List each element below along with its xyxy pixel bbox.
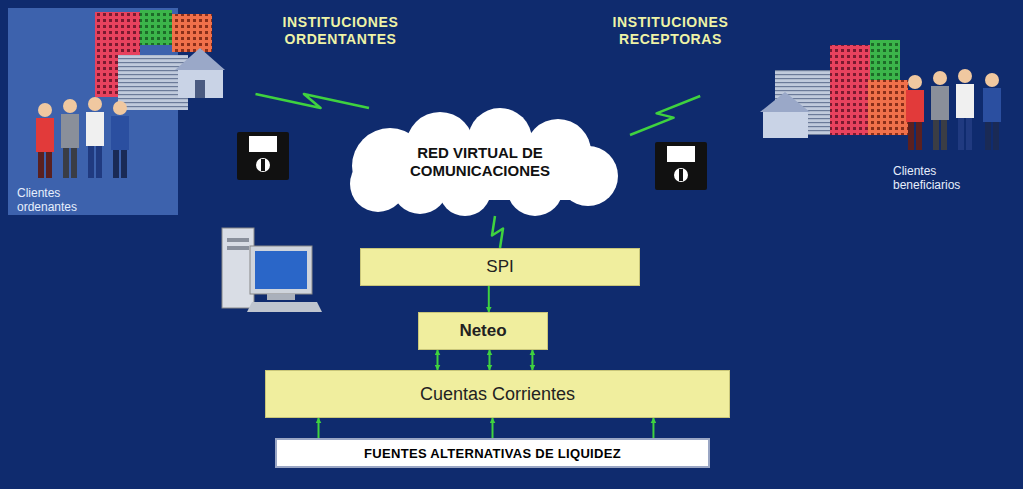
computer-icon [227, 238, 249, 242]
building-illustration [118, 55, 188, 110]
people-illustration [71, 148, 77, 178]
floppy-icon [237, 132, 289, 180]
node-text: Clientes beneficiarios [893, 164, 983, 192]
building-illustration [760, 92, 810, 112]
building-illustration [95, 10, 225, 110]
people-illustration [958, 69, 972, 83]
floppy-icon [667, 146, 695, 162]
people-illustration [121, 150, 127, 178]
computer-icon [227, 246, 249, 250]
people-illustration [63, 148, 69, 178]
client-label: Clientes beneficiarios [893, 62, 1015, 192]
computer-icon [222, 228, 322, 312]
people-illustration [966, 118, 972, 150]
flow-arrow [489, 350, 491, 370]
computer-icon [267, 294, 295, 300]
flow-arrow [318, 418, 320, 438]
node-text: Cuentas Corrientes [420, 384, 575, 405]
flow-arrow [531, 350, 533, 370]
node-text: FUENTES ALTERNATIVAS DE LIQUIDEZ [364, 446, 621, 461]
people-illustration [111, 116, 129, 150]
floppy-icon [655, 142, 707, 190]
people-illustration [96, 146, 102, 178]
people-illustration [908, 75, 922, 89]
flow-arrow [488, 286, 490, 312]
floppy-icon [237, 132, 289, 180]
people-illustration [36, 118, 54, 152]
people-illustration [88, 97, 102, 111]
people-illustration [956, 84, 974, 118]
client-panel [8, 8, 178, 215]
cloud-shape [370, 134, 592, 200]
building-illustration [830, 45, 870, 135]
lightning-link [492, 216, 503, 248]
computer-icon [255, 251, 307, 289]
lightning-link [630, 96, 700, 135]
node-text: Clientes ordenantes [17, 186, 107, 214]
people-illustration [933, 71, 947, 85]
node-text: INSTITUCIONES RECEPTORAS [588, 14, 753, 48]
node-text: RED VIRTUAL DE COMUNICACIONES [390, 144, 570, 180]
people-illustration [983, 88, 1001, 122]
floppy-icon [674, 168, 688, 182]
node-text: Neteo [459, 321, 506, 341]
flow-arrow [437, 350, 439, 370]
computer-icon [222, 228, 254, 308]
people-illustration [36, 97, 129, 178]
node-text: INSTITUCIONES ORDENTANTES [258, 14, 423, 48]
people-illustration [993, 122, 999, 150]
people-illustration [931, 86, 949, 120]
people-illustration [38, 103, 52, 117]
people-illustration [933, 120, 939, 150]
floppy-icon [679, 169, 683, 181]
computer-icon [250, 246, 312, 294]
people-illustration [61, 114, 79, 148]
institution-label: INSTITUCIONES ORDENTANTES [88, 14, 423, 94]
floppy-icon [256, 158, 270, 172]
people-illustration [916, 122, 922, 150]
account-bar: Cuentas Corrientes [265, 370, 730, 418]
process-box: Neteo [418, 312, 548, 350]
people-illustration [985, 122, 991, 150]
people-illustration [113, 101, 127, 115]
building-illustration [140, 10, 172, 45]
people-illustration [958, 118, 964, 150]
building-illustration [763, 112, 808, 138]
building-illustration [868, 80, 908, 135]
node-text: SPI [486, 257, 513, 277]
flow-arrow [492, 418, 494, 438]
building-illustration [870, 40, 900, 80]
people-illustration [86, 112, 104, 146]
people-illustration [63, 99, 77, 113]
liquidity-bar: FUENTES ALTERNATIVAS DE LIQUIDEZ [275, 438, 710, 468]
client-label: Clientes ordenantes [17, 176, 123, 214]
people-illustration [46, 152, 52, 178]
people-illustration [985, 73, 999, 87]
floppy-icon [655, 142, 707, 190]
building-illustration [760, 40, 908, 138]
floppy-icon [249, 136, 277, 152]
building-illustration [175, 48, 225, 70]
floppy-icon [261, 159, 265, 171]
building-illustration [178, 70, 223, 98]
process-box: SPI [360, 248, 640, 286]
computer-icon [247, 302, 322, 312]
network-cloud: RED VIRTUAL DE COMUNICACIONES [330, 108, 630, 216]
flow-arrow [652, 418, 654, 438]
people-illustration [38, 152, 44, 178]
building-illustration [195, 80, 205, 98]
lightning-link [256, 94, 370, 108]
institution-label: INSTITUCIONES RECEPTORAS [588, 14, 928, 96]
people-illustration [113, 150, 119, 178]
people-illustration [906, 69, 1001, 150]
people-illustration [941, 120, 947, 150]
people-illustration [908, 122, 914, 150]
building-illustration [172, 14, 212, 52]
people-illustration [88, 146, 94, 178]
people-illustration [906, 90, 924, 122]
